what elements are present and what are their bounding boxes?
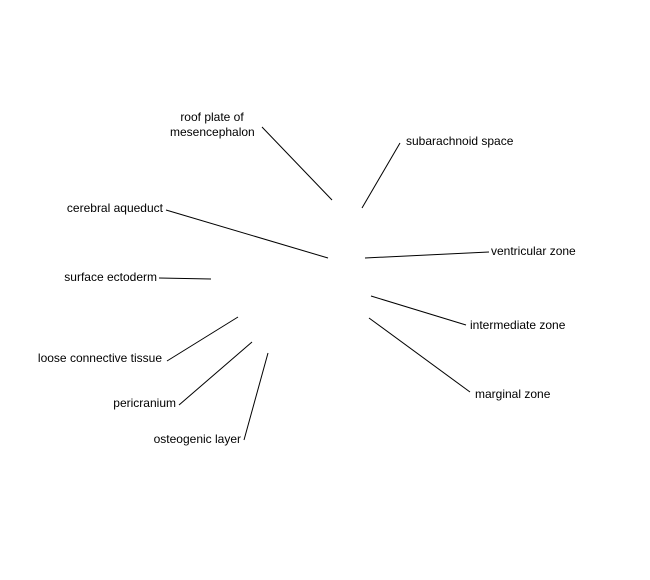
label-cerebral-aqueduct: cerebral aqueduct bbox=[66, 201, 163, 215]
leader-intermediate-zone bbox=[370, 295, 467, 326]
label-subarachnoid-space: subarachnoid space bbox=[406, 134, 514, 148]
leader-surface-ectoderm bbox=[158, 277, 212, 280]
leader-subarachnoid-space bbox=[361, 142, 401, 209]
leader-marginal-zone bbox=[368, 317, 471, 393]
leader-pericranium bbox=[178, 341, 253, 406]
label-roof-plate-line2: mesencephalon bbox=[170, 125, 255, 139]
label-pericranium: pericranium bbox=[113, 396, 176, 410]
label-osteogenic-layer: osteogenic layer bbox=[153, 432, 241, 446]
label-roof-plate: roof plate of mesencephalon bbox=[170, 110, 255, 140]
label-ventricular-zone: ventricular zone bbox=[491, 244, 576, 258]
label-intermediate-zone: intermediate zone bbox=[470, 318, 566, 332]
leader-osteogenic-layer bbox=[243, 352, 269, 441]
label-marginal-zone: marginal zone bbox=[475, 387, 551, 401]
leader-loose-connective-tissue bbox=[166, 316, 239, 362]
label-roof-plate-line1: roof plate of bbox=[180, 110, 244, 124]
label-surface-ectoderm: surface ectoderm bbox=[64, 270, 157, 284]
label-loose-connective-tissue: loose connective tissue bbox=[37, 351, 162, 365]
leader-ventricular-zone bbox=[364, 251, 490, 259]
leader-cerebral-aqueduct bbox=[165, 209, 329, 259]
leader-roof-plate bbox=[261, 126, 333, 201]
